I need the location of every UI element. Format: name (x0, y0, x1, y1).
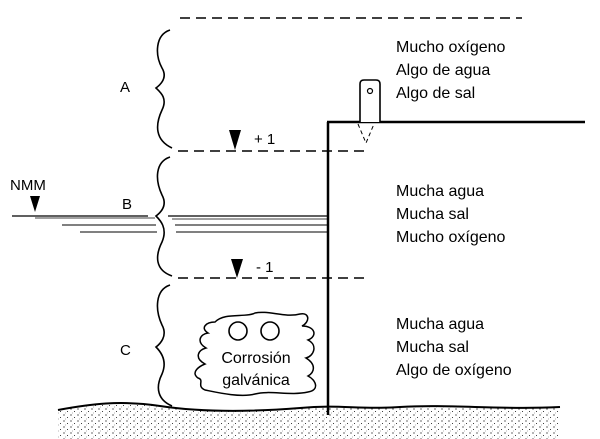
zone-a-conditions: Mucho oxígeno Algo de agua Algo de sal (396, 39, 506, 102)
condition-text: Mucho oxígeno (396, 39, 506, 56)
zone-c-label: C (120, 342, 131, 359)
upper-level-label: + 1 (254, 131, 275, 148)
bubble-icon (228, 321, 248, 341)
corrosion-label-line2: galvánica (222, 372, 290, 389)
lower-level-label: - 1 (256, 259, 274, 276)
zone-c-conditions: Mucha agua Mucha sal Algo de oxígeno (396, 316, 512, 379)
upper-level-marker-icon (229, 130, 241, 150)
condition-text: Mucho oxígeno (396, 229, 506, 246)
brace-c (154, 284, 173, 407)
bollard-anchor (357, 123, 375, 145)
bubble-icon (260, 321, 280, 341)
condition-text: Mucha sal (396, 206, 469, 223)
zone-a-label: A (120, 79, 130, 96)
seabed (58, 403, 560, 439)
brace-b (154, 156, 173, 277)
brace-a (154, 29, 173, 149)
condition-text: Mucha sal (396, 339, 469, 356)
sea-level-label: NMM (10, 177, 46, 194)
zone-b-label: B (122, 196, 132, 213)
corrosion-cloud (194, 311, 317, 397)
water-surface-lines (12, 215, 328, 233)
condition-text: Mucha agua (396, 183, 484, 200)
condition-text: Algo de agua (396, 62, 490, 79)
condition-text: Algo de oxígeno (396, 362, 512, 379)
bollard-icon (359, 79, 381, 122)
condition-text: Mucha agua (396, 316, 484, 333)
seabed-line (57, 402, 561, 412)
zone-b-conditions: Mucha agua Mucha sal Mucho oxígeno (396, 183, 506, 246)
condition-text: Algo de sal (396, 85, 475, 102)
corrosion-label-line1: Corrosión (221, 350, 290, 367)
lower-level-marker-icon (231, 259, 243, 278)
sea-level-marker-icon (30, 196, 40, 212)
